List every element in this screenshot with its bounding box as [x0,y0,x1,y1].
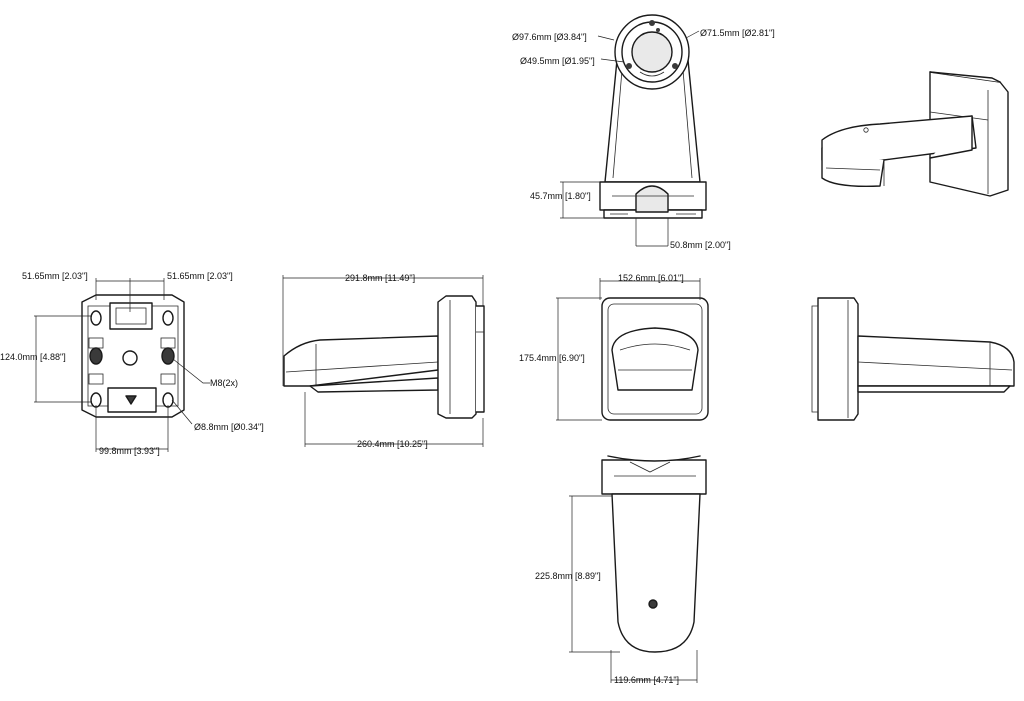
plate-height-label: 175.4mm [6.90"] [519,353,585,363]
back-height-label: 124.0mm [4.88"] [0,352,66,362]
bottom-view [601,455,707,653]
isometric-view [821,71,1009,197]
back-hole-label: Ø8.8mm [Ø0.34"] [194,422,264,432]
back-thread-label: M8(2x) [210,378,238,388]
plate-view-dimensions [556,278,701,421]
back-view [81,294,185,418]
back-width-label: 99.8mm [3.93"] [99,446,160,456]
bottom-width-label: 119.6mm [4.71"] [614,675,679,685]
side-arm-length-label: 260.4mm [10.25"] [357,439,428,449]
top-hole-diameter-label: Ø49.5mm [Ø1.95"] [520,56,595,66]
back-left-offset-label: 51.65mm [2.03"] [22,271,88,281]
side-total-length-label: 291.8mm [11.49"] [345,273,415,283]
top-inner-diameter-label: Ø71.5mm [Ø2.81"] [700,28,775,38]
bottom-view-dimensions [569,495,698,683]
plate-view [601,297,709,421]
plate-width-label: 152.6mm [6.01"] [618,273,684,283]
front-slot-width-label: 50.8mm [2.00"] [670,240,731,250]
side-view-left [283,295,485,419]
front-view-dimensions [560,30,700,247]
front-base-height-label: 45.7mm [1.80"] [530,191,591,201]
side-view-right [811,297,1015,421]
side-view-left-dimensions [282,275,484,447]
top-outer-diameter-label: Ø97.6mm [Ø3.84"] [512,32,587,42]
back-view-dimensions [34,278,210,452]
mount-ring-hole [631,31,673,73]
front-view [599,14,707,219]
back-right-offset-label: 51.65mm [2.03"] [167,271,233,281]
bottom-length-label: 225.8mm [8.89"] [535,571,601,581]
